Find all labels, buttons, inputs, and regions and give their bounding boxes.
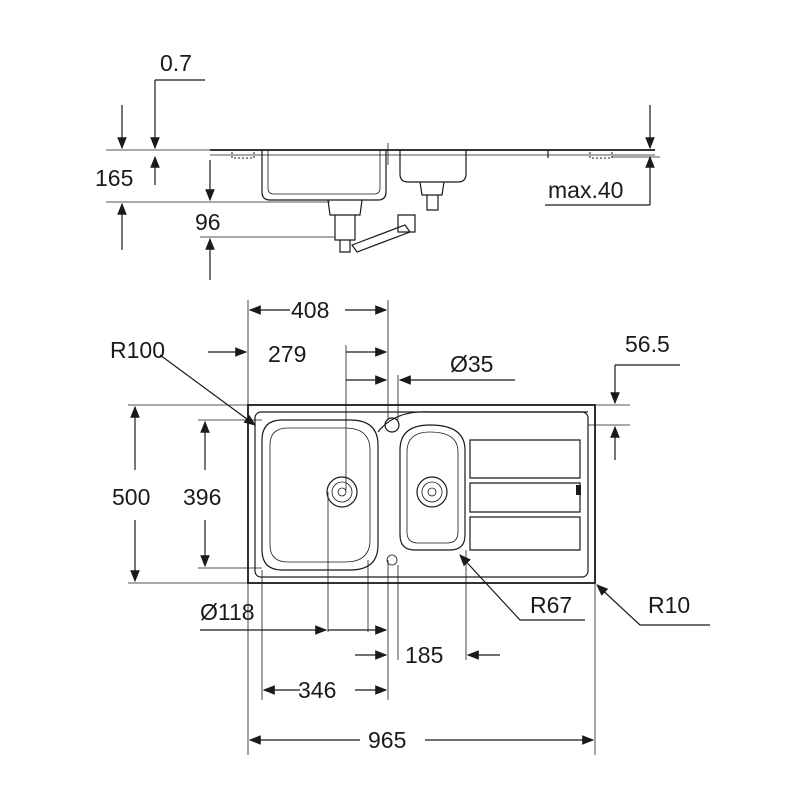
dim-r100: R100 [110,337,165,363]
small-bowl-profile [399,150,467,183]
main-waste [327,199,363,253]
sink-inner-rim [254,411,589,578]
overflow-icon [386,554,398,566]
dim-408: 408 [291,297,329,323]
dim-56-5: 56.5 [625,331,670,357]
dim-tap-hole: Ø35 [450,351,493,377]
drainer-grooves [469,439,581,551]
dim-279: 279 [268,341,306,367]
dim-waste: Ø118 [200,599,255,625]
dim-500: 500 [112,484,150,510]
dim-965: 965 [368,727,406,753]
dim-depth: 165 [95,165,133,191]
tap-hole-icon [384,417,400,433]
main-bowl [261,419,379,571]
dim-thickness: 0.7 [160,50,192,76]
dim-max-worktop: max.40 [548,177,623,203]
small-waste-icon [416,476,448,508]
dim-r67: R67 [530,592,572,618]
plan-view: 408 R100 279 Ø35 56.5 500 396 Ø118 R67 R… [110,297,710,755]
main-bowl-profile [261,150,387,201]
side-view: 0.7 165 96 max.40 [95,50,660,280]
dim-346: 346 [298,677,336,703]
overflow-pipe [351,214,416,253]
dim-bowl-depth: 96 [195,209,221,235]
small-bowl [399,424,466,551]
dim-r10: R10 [648,592,690,618]
dim-185: 185 [405,642,443,668]
small-waste [419,181,445,211]
sink-outline [247,404,596,584]
dim-396: 396 [183,484,221,510]
main-waste-icon [326,476,358,508]
